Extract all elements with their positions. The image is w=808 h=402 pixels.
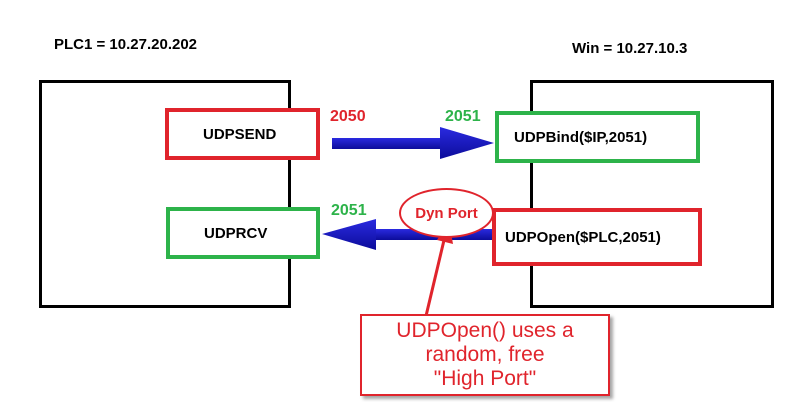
dyn-port-ellipse: Dyn Port	[399, 188, 494, 238]
send-port-label: 2050	[330, 108, 366, 125]
rcv-port-label: 2051	[331, 202, 367, 219]
callout-box: UDPOpen() uses a random, free "High Port…	[360, 314, 610, 396]
bind-port-label: 2051	[445, 108, 481, 125]
udpbind-box: UDPBind($IP,2051)	[495, 111, 700, 163]
send-arrow	[332, 127, 494, 159]
callout-line-3: "High Port"	[433, 367, 537, 390]
win-address-label: Win = 10.27.10.3	[572, 40, 688, 57]
udpsend-box: UDPSEND	[165, 108, 320, 160]
plc-address-label: PLC1 = 10.27.20.202	[54, 36, 198, 53]
callout-line-1: UDPOpen() uses a	[396, 319, 574, 342]
udprcv-box: UDPRCV	[166, 207, 320, 259]
udpopen-box: UDPOpen($PLC,2051)	[492, 208, 702, 266]
callout-line-2: random, free	[425, 343, 545, 366]
